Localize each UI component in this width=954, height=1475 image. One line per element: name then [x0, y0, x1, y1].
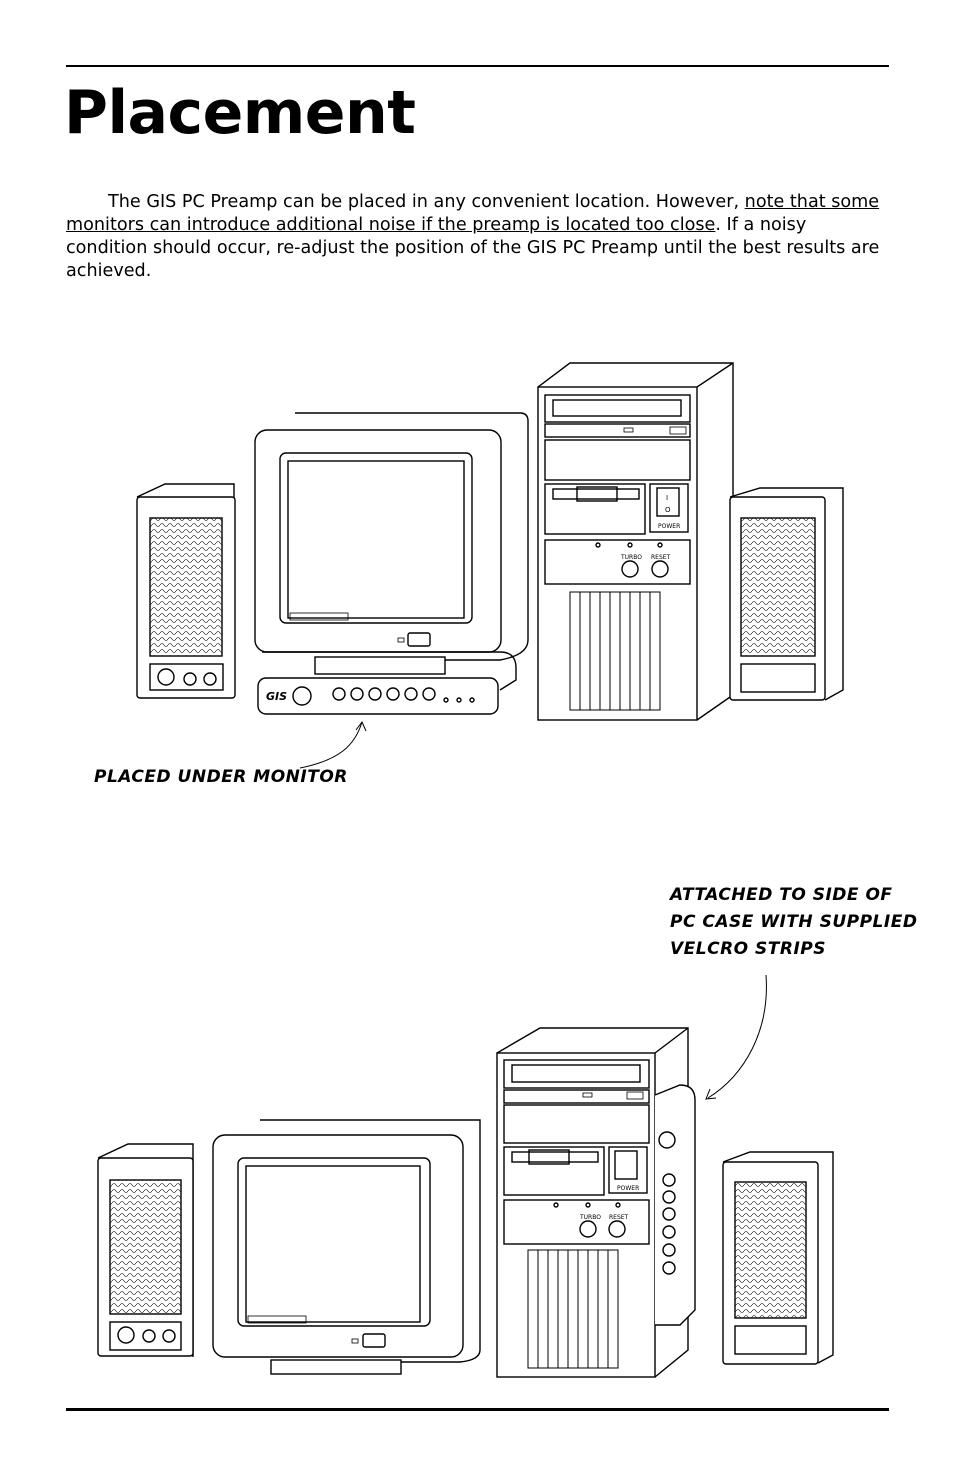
page-title: Placement	[64, 78, 416, 148]
paragraph-part1: The GIS PC Preamp can be placed in any c…	[108, 192, 745, 212]
left-speaker-top	[136, 483, 236, 699]
top-rule	[66, 65, 889, 67]
intro-paragraph: The GIS PC Preamp can be placed in any c…	[66, 191, 889, 283]
caption-line-1: ATTACHED TO SIDE OF	[670, 885, 893, 905]
paragraph-underlined-note: note that some monitors can introduce ad…	[66, 192, 880, 235]
right-speaker-top	[729, 487, 844, 701]
arrow-to-preamp	[299, 721, 363, 769]
monitor-bottom	[212, 1119, 481, 1375]
caption-placed-under-monitor: PLACED UNDER MONITOR	[94, 767, 348, 787]
paragraph-part2: . If a noisy condition should occur, re-…	[66, 215, 880, 281]
pc-tower-bottom: POWER TURBO RESET	[496, 1027, 689, 1378]
right-speaker-bottom	[722, 1151, 834, 1365]
svg-text:POWER: POWER	[617, 1185, 639, 1192]
pc-tower-top: I O POWER TURBO RESET	[537, 362, 734, 721]
svg-text:TURBO: TURBO	[620, 554, 642, 561]
svg-text:TURBO: TURBO	[579, 1214, 601, 1221]
svg-text:I: I	[666, 494, 668, 502]
caption-attached-to-side: ATTACHED TO SIDE OF PC CASE WITH SUPPLIE…	[670, 882, 917, 963]
preamp-on-pc-side	[654, 1084, 696, 1326]
svg-text:O: O	[665, 506, 671, 514]
monitor-top	[254, 412, 529, 675]
svg-text:RESET: RESET	[651, 554, 671, 561]
svg-text:POWER: POWER	[658, 523, 680, 530]
svg-text:RESET: RESET	[609, 1214, 629, 1221]
caption-line-2: PC CASE WITH SUPPLIED	[670, 912, 918, 932]
bottom-rule	[66, 1408, 889, 1411]
preamp-under-monitor: GIS	[257, 651, 517, 715]
left-speaker-bottom	[97, 1143, 194, 1357]
svg-text:GIS: GIS	[266, 690, 287, 703]
arrow-to-side-preamp	[707, 974, 767, 1099]
caption-line-3: VELCRO STRIPS	[670, 939, 826, 959]
